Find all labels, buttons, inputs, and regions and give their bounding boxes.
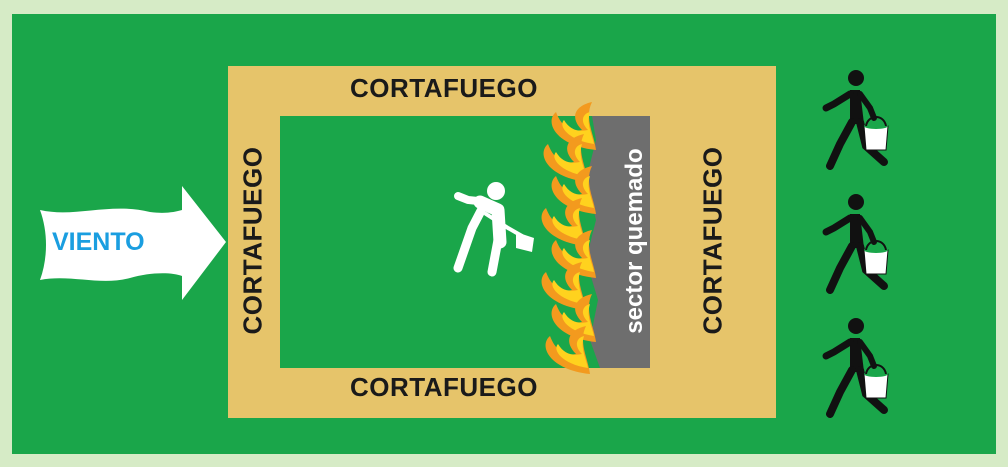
- flame-core-icon: [562, 304, 594, 336]
- firebreak-left-label: CORTAFUEGO: [237, 146, 268, 335]
- flame-core-icon: [562, 176, 594, 208]
- fire-front: [541, 102, 596, 374]
- person-with-bucket-icon: [822, 70, 889, 170]
- firebreak-bottom-label: CORTAFUEGO: [350, 372, 538, 402]
- burned-sector-label: sector quemado: [621, 148, 648, 334]
- flame-core-icon: [554, 144, 586, 176]
- person-with-bucket-icon: [822, 194, 889, 294]
- firebreak-top-label: CORTAFUEGO: [350, 73, 538, 103]
- burned-sector: [586, 116, 650, 368]
- flame-core-icon: [552, 208, 584, 240]
- flame-core-icon: [562, 240, 594, 272]
- wind-arrow: [40, 186, 226, 300]
- flame-core-icon: [556, 336, 588, 368]
- worker-with-shovel-icon: [453, 182, 534, 277]
- person-with-bucket-icon: [822, 318, 889, 418]
- flame-core-icon: [552, 272, 584, 304]
- flame-core-icon: [562, 112, 594, 144]
- wind-label: VIENTO: [52, 228, 145, 256]
- firebreak-right-label: CORTAFUEGO: [697, 146, 728, 335]
